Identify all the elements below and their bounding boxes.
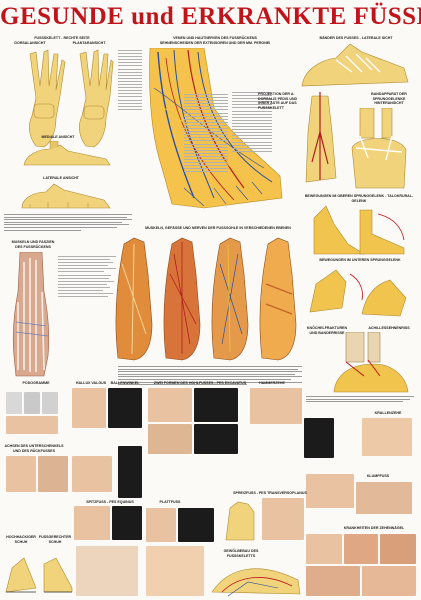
klumpfuss-photo-2 — [356, 482, 412, 514]
skeleton-text-block — [4, 214, 132, 232]
heading-bandapparat: BANDAPPARAT DER SPRUNGGELENKE HINTERANSI… — [371, 92, 407, 105]
heading-achsen: ACHSEN DES UNTERSCHENKELS UND DES RÜCKFU… — [4, 444, 64, 453]
heading-dorsalansicht: DORSALANSICHT — [14, 41, 46, 45]
venen-legend-left — [118, 50, 142, 112]
podogram-3 — [42, 392, 58, 414]
sole-layer-3 — [211, 237, 249, 361]
shoe-photo — [76, 546, 138, 596]
skeleton-dorsal-plantar-illustration — [29, 49, 114, 148]
hohlfuss-xray-1 — [194, 388, 238, 422]
heading-bewegungen-oben: BEWEGUNGEN IM OBEREN SPRUNGGELENK - TALO… — [304, 194, 414, 203]
heading-muskeln-fascien: MUSKELN UND FASZIEN DES FUSSRÜCKENS — [11, 240, 55, 249]
sole-layer-4 — [259, 237, 297, 361]
heading-baender: BÄNDER DES FUSSES - LATERALE SICHT — [319, 36, 393, 40]
heading-gewoelbebau: GEWÖLBEBAU DES FUSSSKELETTS — [223, 549, 259, 558]
ligaments-lateral-illustration — [301, 43, 409, 87]
sole-layers-illustration — [115, 237, 297, 361]
heading-knochelfrakturen: KNÖCHELFRAKTUREN UND BANDERRISSE — [306, 326, 348, 335]
spitzfuss-xray — [112, 506, 142, 540]
heading-plattfuss: PLATTFUSS — [159, 500, 181, 504]
muscle-legend-lines — [58, 256, 116, 299]
heading-klumpfuss: KLUMPFUSS — [366, 474, 390, 478]
hohlfuss-xray-2 — [194, 424, 238, 454]
heading-spitzfuss: SPITZFUSS - PES EQUINUS — [86, 500, 134, 504]
spreizfuss-photo — [262, 498, 304, 540]
venen-legend-right — [232, 92, 272, 154]
nail-disease-photo-5 — [362, 566, 416, 596]
hohlfuss-photo-2 — [148, 424, 192, 454]
spreizfuss-skeleton — [225, 501, 255, 541]
venen-legend-center — [184, 94, 228, 174]
hallux-valgus-xray — [108, 388, 142, 428]
poster-title: GESUNDE und ERKRANKTE FÜSSE — [0, 3, 421, 30]
heading-hallux-valgus: HALLUX VALGUS — [75, 381, 107, 385]
hammerzehe-photo — [250, 388, 302, 424]
veins-nerves-illustration — [149, 48, 283, 209]
hallux-valgus-photo — [72, 388, 106, 428]
heading-hammerzehe: HAMMERZEHE — [259, 381, 285, 385]
heading-mediale-ansicht: MEDIALE ANSICHT — [41, 135, 75, 139]
shoe-comparison-illustration — [5, 557, 73, 593]
heading-podogramme: PODOGRAMME — [22, 381, 50, 385]
sole-layer-2 — [163, 237, 201, 361]
podogram-1 — [6, 392, 22, 414]
skeleton-lateral-illustration — [21, 183, 111, 209]
heading-achillessehne: ACHILLESSEHNENRISS — [368, 326, 410, 330]
heading-spreizfuss: SPREIZFUSS - PES TRANSVERSOPLANUS — [233, 491, 307, 495]
heading-hohlfuss: ZWEI FORMEN DES HOHLFUSSES - PES EXCAVAT… — [153, 381, 247, 385]
ankle-ligaments-posterior-illustration — [351, 108, 407, 189]
achsen-photo-2 — [38, 456, 68, 492]
podogram-2 — [24, 392, 40, 414]
heading-fussgerechter-schuh: FUSSGERECHTER SCHUH — [38, 535, 72, 544]
dorsal-foot-skeleton — [29, 49, 66, 148]
arch-skeleton-illustration — [211, 568, 301, 597]
heading-laterale-ansicht: LATERALE ANSICHT — [43, 176, 79, 180]
heading-fussskelett: FUSSSKELETT - RECHTE SEITE — [34, 36, 90, 40]
heading-bewegungen-unten: BEWEGUNGEN IM UNTEREN SPRUNGGELENK — [319, 258, 401, 262]
lower-ankle-motion-illustration — [309, 269, 407, 317]
heading-hochhackiger-schuh: HOCHHACKIGER SCHUH — [6, 535, 36, 544]
ankle-fracture-illustration — [333, 332, 409, 393]
heading-krallenzehe: KRALLENZEHE — [374, 411, 402, 415]
dorsal-muscle-illustration — [12, 252, 50, 377]
nail-disease-photo-4 — [306, 566, 360, 596]
heading-zehennaegel: KRANKHEITEN DER ZEHENNÄGEL — [343, 526, 405, 530]
krallenzehe-photo — [362, 418, 412, 456]
heading-plantaransicht: PLANTARANSICHT — [72, 41, 106, 45]
heading-venen-hautnerven: VENEN UND HAUTNERVEN DES FUSSRÜCKENS — [173, 36, 257, 40]
nail-disease-photo-3 — [380, 534, 416, 564]
hammerzehe-xray — [304, 418, 334, 458]
plantar-foot-skeleton — [79, 49, 114, 148]
skeleton-medial-illustration — [23, 141, 111, 166]
heading-muskeln-gefaesse: MUSKELN, GEFÄSSE UND NERVEN DER FUSSSOHL… — [145, 226, 291, 230]
arteria-projection-illustration — [305, 92, 337, 183]
heading-ballenwinkel: BALLENWINKEL — [110, 381, 140, 385]
heading-projektion: PROJEKTION DER A. DORSALIS PEDIS UND IHR… — [258, 92, 298, 110]
klumpfuss-photo-1 — [306, 474, 354, 508]
spitzfuss-photo — [74, 506, 110, 540]
hohlfuss-photo-1 — [148, 388, 192, 422]
nail-disease-photo-2 — [344, 534, 378, 564]
achsen-photo-1 — [6, 456, 36, 492]
achsen-photo-3 — [72, 456, 112, 492]
upper-ankle-motion-illustration — [313, 205, 405, 255]
sole-text-block — [118, 366, 302, 387]
nail-disease-photo-1 — [306, 534, 342, 564]
sole-layer-1 — [115, 237, 153, 361]
plattfuss-xray — [178, 508, 214, 542]
podogram-foot-photo — [6, 416, 58, 434]
arch-photo — [146, 546, 204, 596]
achsen-xray — [118, 446, 142, 498]
plattfuss-photo — [146, 508, 176, 542]
heading-sehnenscheiden: SEHNENSCHEIDEN DER EXTENSOREN UND DER MM… — [159, 41, 271, 45]
fracture-text-block — [306, 396, 414, 404]
